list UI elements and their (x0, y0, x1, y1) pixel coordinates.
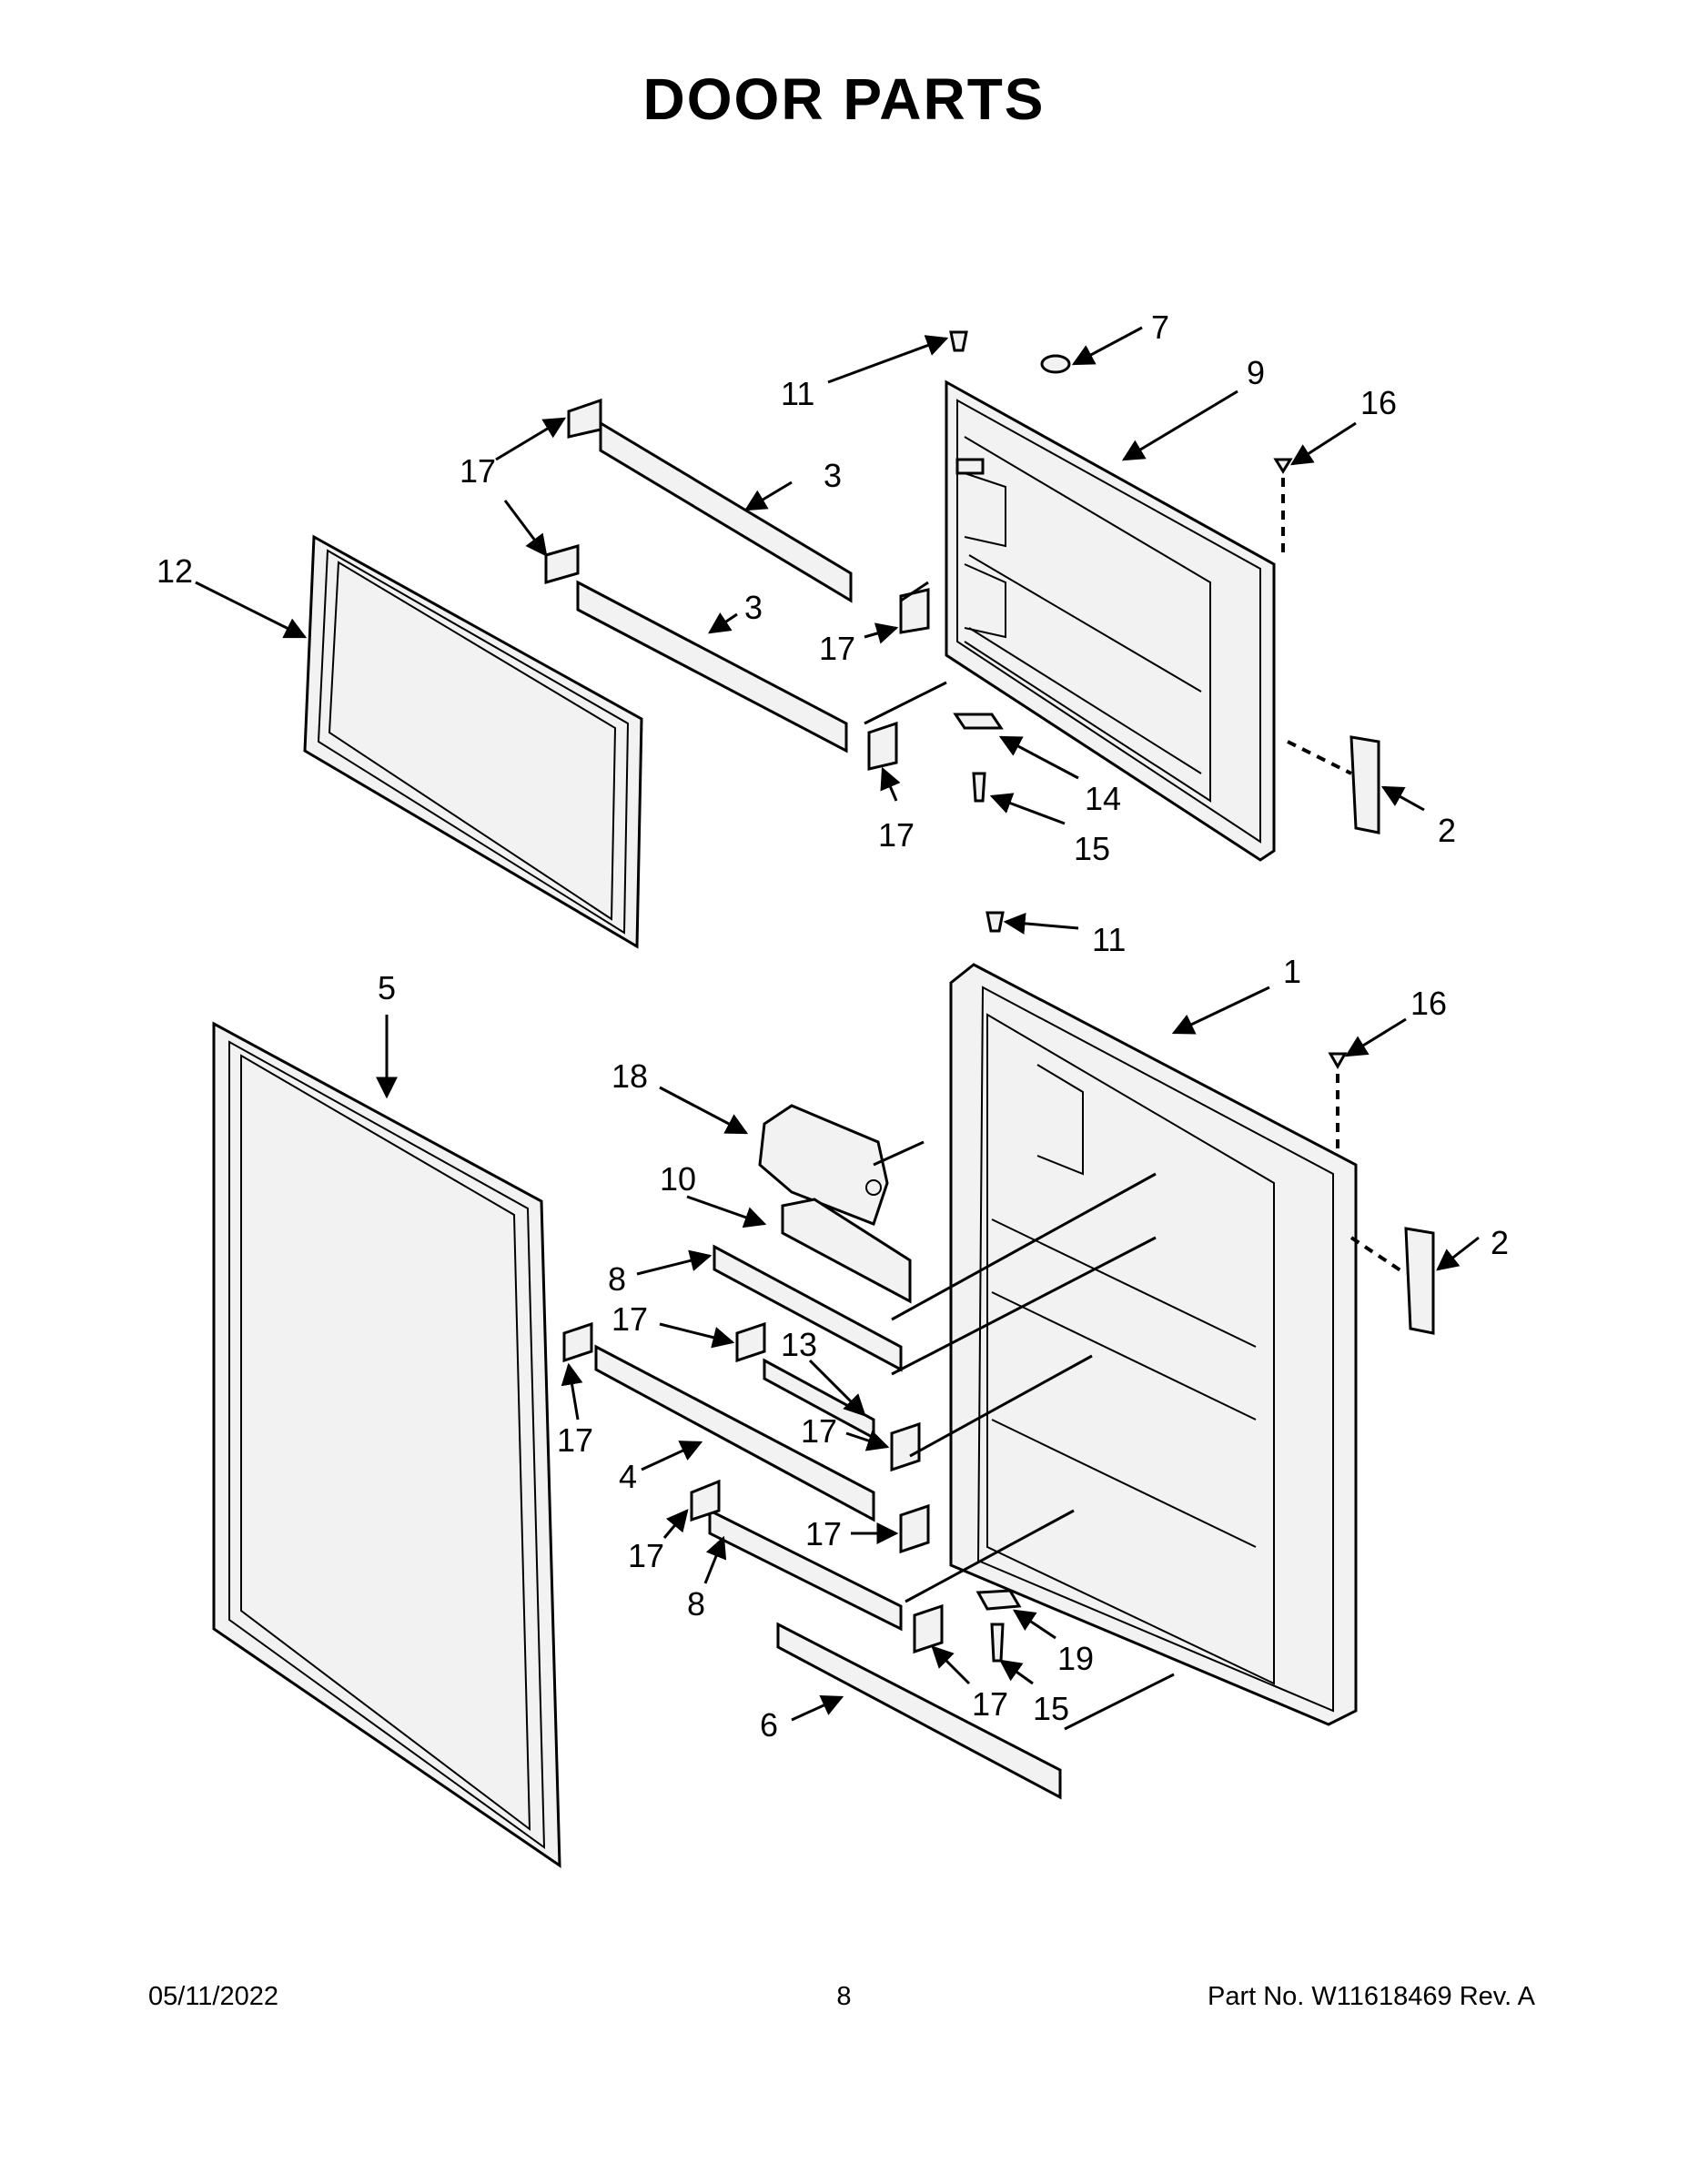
callout-13: 13 (781, 1326, 817, 1363)
callout-11-bottom: 11 (1092, 921, 1126, 958)
screw-15-bottom (990, 1623, 1005, 1663)
screw-11-top (949, 330, 968, 352)
handle-2-bottom (1404, 1227, 1435, 1335)
screw-15-top (972, 772, 986, 803)
callout-18: 18 (612, 1057, 648, 1095)
callout-17-bottom: 17 (972, 1685, 1008, 1723)
callout-16-top: 16 (1360, 384, 1397, 421)
callout-17-lower-left: 17 (628, 1537, 664, 1574)
clip-17-h (890, 1421, 921, 1472)
callout-17-center: 17 (801, 1412, 837, 1450)
shelf-trim-4 (594, 1344, 875, 1522)
callout-14: 14 (1085, 780, 1121, 817)
callout-12: 12 (157, 552, 193, 590)
callout-15-bottom: 15 (1033, 1690, 1069, 1727)
callout-19: 19 (1057, 1640, 1094, 1677)
footer-part-number: Part No. W11618469 Rev. A (1207, 1982, 1535, 2011)
clip-17-i (899, 1503, 930, 1554)
shelf-trim-6 (776, 1622, 1062, 1800)
callout-1: 1 (1283, 953, 1301, 990)
clip-17-j (913, 1603, 944, 1654)
clip-17-g (690, 1479, 721, 1522)
handle-2-top (1349, 735, 1380, 834)
screw-11-bottom (986, 911, 1005, 933)
callout-17-left: 17 (557, 1421, 593, 1459)
callout-15-top: 15 (1074, 830, 1110, 867)
plug-16-bottom (1328, 1052, 1348, 1070)
fresh-food-door (949, 963, 1358, 1726)
callout-2-bottom: 2 (1491, 1224, 1509, 1261)
footer-page-number: 8 (836, 1982, 852, 2011)
callout-10: 10 (660, 1160, 696, 1198)
freezer-door (945, 379, 1276, 862)
leader-lines (195, 326, 1480, 1731)
footer-date: 05/11/2022 (148, 1982, 278, 2011)
bushing-7 (1040, 354, 1071, 374)
callout-17-freezer-left: 17 (819, 630, 855, 667)
callout-11-top: 11 (781, 375, 814, 412)
clip-17-e (562, 1321, 593, 1363)
clip-17-d (867, 721, 898, 771)
callout-17-upper-left: 17 (460, 452, 496, 490)
callout-3-lower: 3 (744, 589, 763, 626)
plug-16-top (1273, 458, 1293, 474)
gasket-5 (212, 1021, 561, 1868)
clip-17-f (735, 1321, 766, 1363)
dairy-door-18 (758, 1104, 889, 1226)
page-title: DOOR PARTS (642, 66, 1046, 132)
callout-6: 6 (760, 1706, 778, 1744)
freezer-gasket (303, 534, 643, 949)
callout-2-top: 2 (1438, 812, 1456, 849)
callout-17-freezer-bottom: 17 (878, 816, 915, 854)
hinge-14 (953, 713, 1004, 730)
clip-17-c (899, 588, 930, 634)
callout-16-bottom: 16 (1410, 985, 1447, 1022)
callout-17-middle: 17 (612, 1300, 648, 1338)
callout-4: 4 (619, 1458, 637, 1495)
freezer-shelf-trim-upper (599, 420, 853, 603)
clip-17-b (544, 544, 580, 584)
shelf-trim-8-lower (708, 1508, 903, 1632)
callout-8-lower: 8 (687, 1585, 705, 1623)
clip-17-a (567, 398, 602, 439)
callout-7: 7 (1151, 308, 1169, 346)
hinge-19 (975, 1589, 1022, 1611)
callout-3-upper: 3 (824, 457, 842, 494)
callout-9: 9 (1247, 354, 1265, 391)
dairy-bin-10 (781, 1198, 912, 1304)
callout-8-upper: 8 (608, 1260, 626, 1298)
freezer-door-stop (955, 458, 985, 475)
callout-17-lower-center: 17 (805, 1515, 842, 1552)
freezer-shelf-trim-lower (576, 580, 848, 753)
callout-5: 5 (378, 969, 396, 1006)
